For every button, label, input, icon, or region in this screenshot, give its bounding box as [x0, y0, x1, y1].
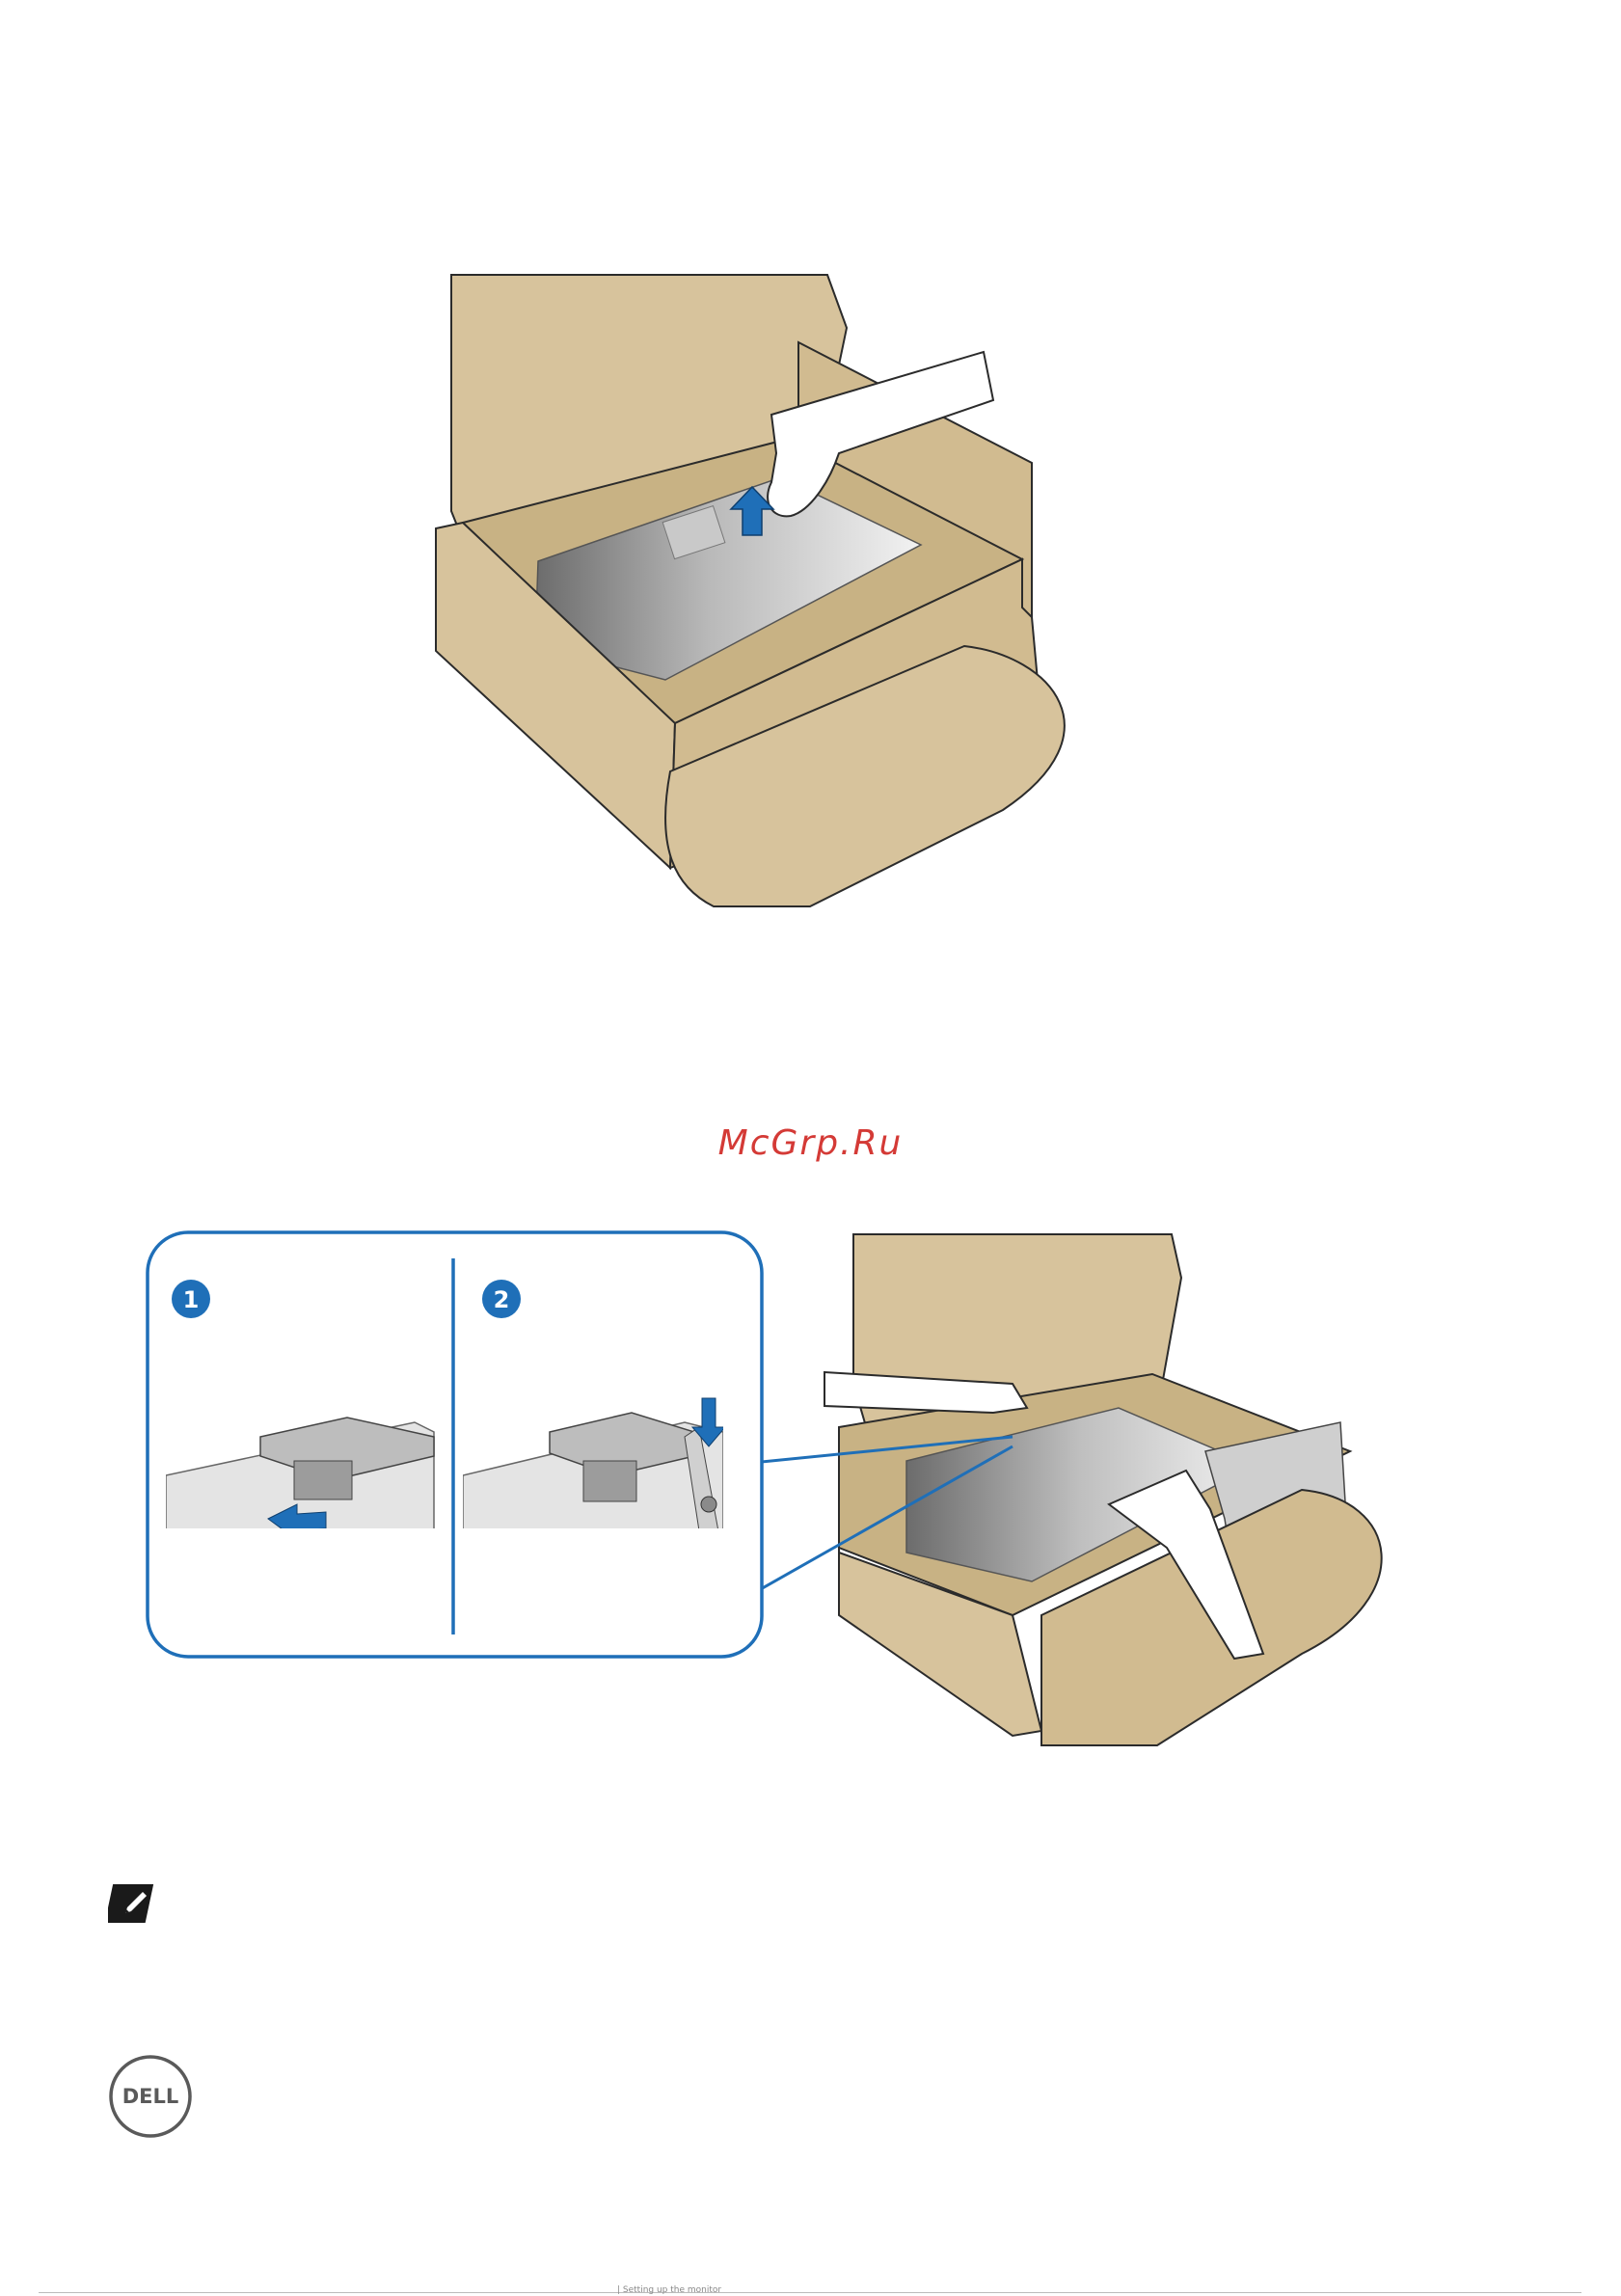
step-2-label: 2 — [494, 1286, 510, 1313]
dell-logo: DELL — [108, 2054, 193, 2139]
step-1-label: 1 — [183, 1286, 200, 1313]
step-badge-1: 1 — [172, 1280, 210, 1318]
svg-text:DELL: DELL — [122, 2085, 179, 2108]
watermark-text: McGrp.Ru — [0, 1123, 1621, 1163]
footer-text: | Setting up the monitor — [617, 2285, 721, 2295]
note-icon — [108, 1880, 158, 1927]
figure-lift-monitor-from-box — [424, 270, 1157, 916]
footer-rule — [39, 2292, 1581, 2293]
figure-attach-stand: 1 2 — [145, 1229, 1427, 1750]
step-badge-2: 2 — [482, 1280, 521, 1318]
